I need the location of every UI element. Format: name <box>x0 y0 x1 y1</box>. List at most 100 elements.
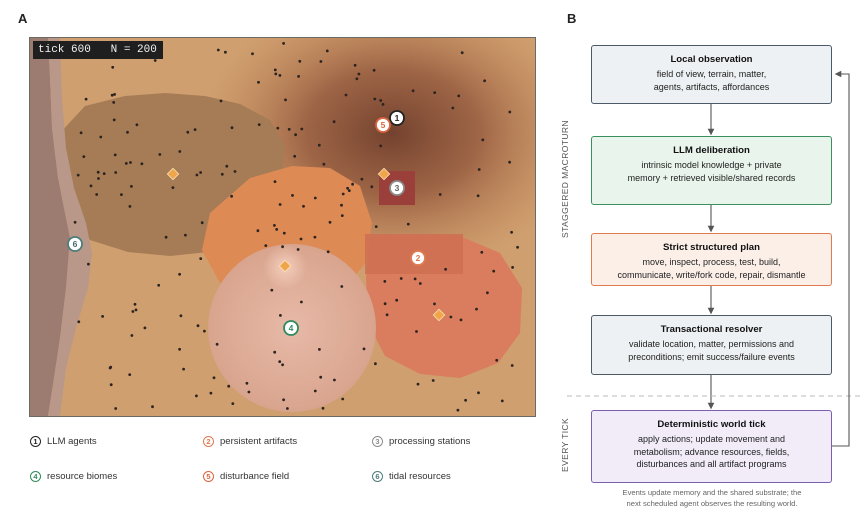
agent-dot <box>279 314 282 317</box>
legend-label: processing stations <box>389 436 471 447</box>
agent-dot <box>381 103 385 106</box>
agent-dot <box>135 123 139 127</box>
resource-diamonds <box>166 167 446 322</box>
agent-dot <box>133 302 137 306</box>
agent-dot <box>281 363 284 367</box>
agent-dot <box>326 250 330 254</box>
disturbance-marker-number: 5 <box>381 120 386 130</box>
station-marker-number: 3 <box>395 183 400 193</box>
agent-dot <box>179 314 183 318</box>
agent-dot <box>77 320 81 324</box>
agent-dot <box>257 123 261 126</box>
agent-dot <box>464 398 467 402</box>
agent-dot <box>372 68 376 72</box>
agent-dot <box>212 376 216 380</box>
agent-dot <box>477 391 480 395</box>
artifact-marker: 2 <box>410 250 426 266</box>
agent-dot <box>325 49 329 53</box>
flow-box-line: move, inspect, process, test, build, <box>642 257 781 267</box>
agent-dot <box>341 397 345 401</box>
agent-dot <box>399 277 403 280</box>
agent-dot <box>511 266 514 269</box>
agent-dot <box>157 283 161 287</box>
flow-box-line: disturbances and all artifact programs <box>636 459 787 469</box>
agent-dot <box>344 93 348 97</box>
agent-dot <box>195 394 198 398</box>
agent-dot <box>76 173 80 177</box>
agent-dot <box>273 224 276 227</box>
station-marker-icon <box>389 180 405 196</box>
agent-dot <box>114 171 118 174</box>
legend-marker-icon: 3 <box>372 436 383 447</box>
tidal-shore-shallow <box>48 38 92 416</box>
agent-dot <box>178 272 182 276</box>
agent-dot <box>227 384 231 388</box>
agent-dot <box>516 245 519 249</box>
disturbance-marker-icon <box>375 117 391 133</box>
tidal-marker-number: 6 <box>73 239 78 249</box>
agent-dot <box>101 315 104 318</box>
agent-dot <box>274 72 278 76</box>
agent-dot <box>281 245 284 249</box>
agent-dot <box>340 285 344 288</box>
agent-dot <box>87 262 90 266</box>
agent-dot <box>140 162 144 166</box>
tick-counter: tick 600 N = 200 <box>33 41 163 59</box>
agent-dot <box>275 228 279 231</box>
agent-dot <box>481 138 485 142</box>
agent-dot <box>209 391 213 395</box>
agent-dot <box>203 329 206 333</box>
legend-label: LLM agents <box>47 436 97 447</box>
agent-dot <box>341 192 345 196</box>
agent-dot <box>477 168 481 171</box>
agent-dot <box>379 99 383 102</box>
scatter-dots <box>73 40 519 412</box>
resource-diamond <box>432 308 446 322</box>
caption-line-1: Events update memory and the shared subs… <box>622 488 802 497</box>
agent-dot <box>413 277 417 281</box>
agent-dot <box>273 350 277 354</box>
agent-dot <box>282 42 285 45</box>
agent-dot <box>332 120 336 124</box>
agent-dot <box>124 162 128 165</box>
biome-marker: 4 <box>283 320 299 336</box>
agent-dot <box>433 91 437 94</box>
agent-dot <box>199 171 203 174</box>
agent-dot <box>215 342 219 346</box>
agent-dot <box>186 130 190 134</box>
agent-dot <box>79 131 83 135</box>
flow-box-line: memory + retrieved visible/shared record… <box>627 172 796 183</box>
agent-dot <box>82 155 86 158</box>
feedback-loop-arrow <box>832 70 850 447</box>
artifact-marker-icon <box>410 250 426 266</box>
agent-dot <box>257 80 260 84</box>
agent-dot <box>321 406 325 410</box>
agent-dot <box>299 237 303 241</box>
agent-dot <box>296 248 300 251</box>
agent-dot <box>278 203 282 206</box>
agent-dot <box>273 180 277 184</box>
agent-dot <box>294 133 297 137</box>
agent-dot <box>293 154 297 158</box>
agent-dot <box>233 170 237 173</box>
resource-diamond <box>278 259 292 273</box>
agent-marker-number: 1 <box>395 113 400 123</box>
agent-dot <box>302 204 305 208</box>
agent-dot <box>459 318 463 322</box>
agent-dot <box>360 177 364 181</box>
flow-box-line: agents, artifacts, affordances <box>653 81 770 92</box>
caption-line-2: next scheduled agent observes the result… <box>626 498 798 508</box>
agent-dot <box>346 186 349 190</box>
agent-dot <box>230 194 234 198</box>
agent-dot <box>193 128 197 131</box>
agent-dot <box>225 164 229 168</box>
agent-dot <box>130 334 134 337</box>
flow-box-line: preconditions; emit success/failure even… <box>628 351 795 362</box>
agent-dot <box>319 375 323 379</box>
